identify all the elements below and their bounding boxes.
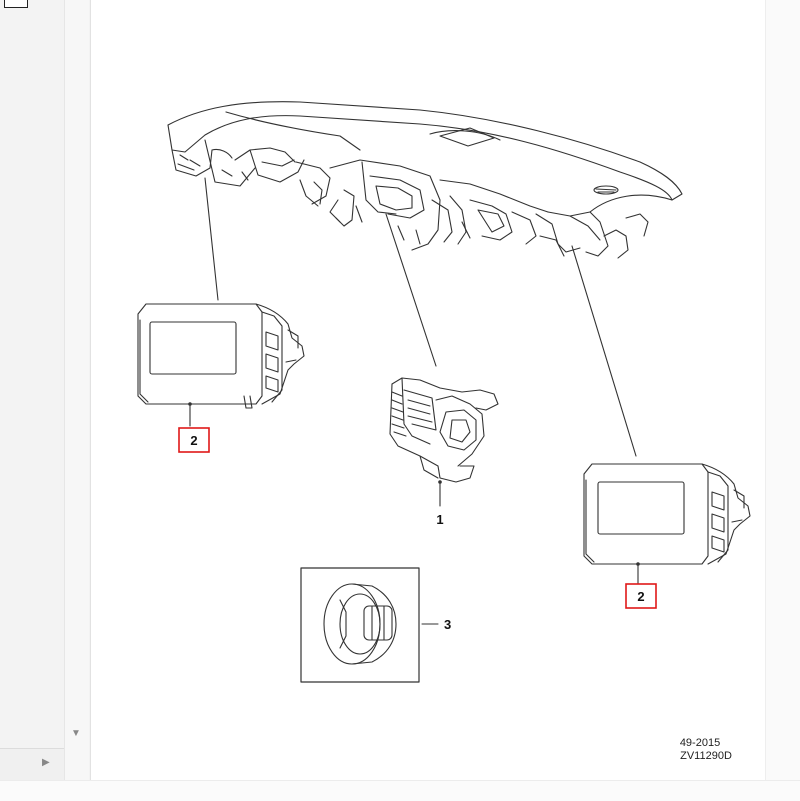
scroll-down-arrow-icon[interactable]: ▼ <box>71 728 81 739</box>
center-vent-module <box>389 377 499 483</box>
leader-line-right <box>571 245 637 457</box>
diagram-date-code: 49-2015 <box>680 737 720 749</box>
callout-box-right <box>625 583 657 609</box>
scroll-right-arrow-icon[interactable]: ▶ <box>42 757 50 768</box>
leader-line-center <box>385 213 437 367</box>
callout-box-left <box>178 427 210 453</box>
left-airbag-module <box>137 303 305 409</box>
left-horizontal-scrollbar[interactable]: ▶ <box>0 748 64 781</box>
right-airbag-module <box>583 463 751 565</box>
left-vertical-scrollbar[interactable]: ▼ <box>64 0 89 780</box>
right-margin-panel <box>765 0 800 800</box>
detail-box <box>300 567 420 683</box>
diagram-reference-code: ZV11290D <box>680 750 732 762</box>
callout-label-right: 2 <box>637 589 644 604</box>
corner-box <box>4 0 28 8</box>
callout-label-detail: 3 <box>444 617 451 632</box>
bottom-margin-panel <box>0 780 800 801</box>
callout-label-left: 2 <box>190 433 197 448</box>
leader-line-left <box>204 177 219 301</box>
dashboard-illustration <box>167 101 683 259</box>
callout-label-center: 1 <box>436 512 443 527</box>
